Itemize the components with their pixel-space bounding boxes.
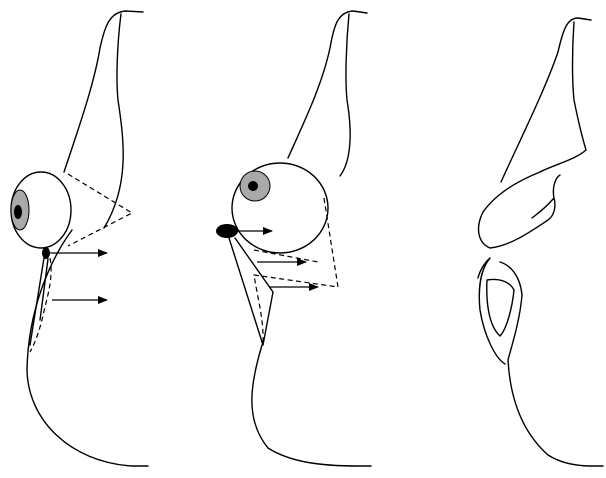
- stalk-solid: [30, 258, 48, 345]
- optic-nerve-dot: [42, 247, 50, 259]
- dashed-cone: [68, 174, 132, 246]
- pupil: [248, 181, 258, 191]
- panel-3: [478, 18, 603, 466]
- body-outline: [478, 18, 603, 466]
- inner-loop: [487, 279, 514, 336]
- panel-2: [216, 11, 371, 466]
- stalk-solid: [229, 238, 273, 345]
- pupil: [14, 205, 22, 219]
- panel-1: [11, 11, 148, 466]
